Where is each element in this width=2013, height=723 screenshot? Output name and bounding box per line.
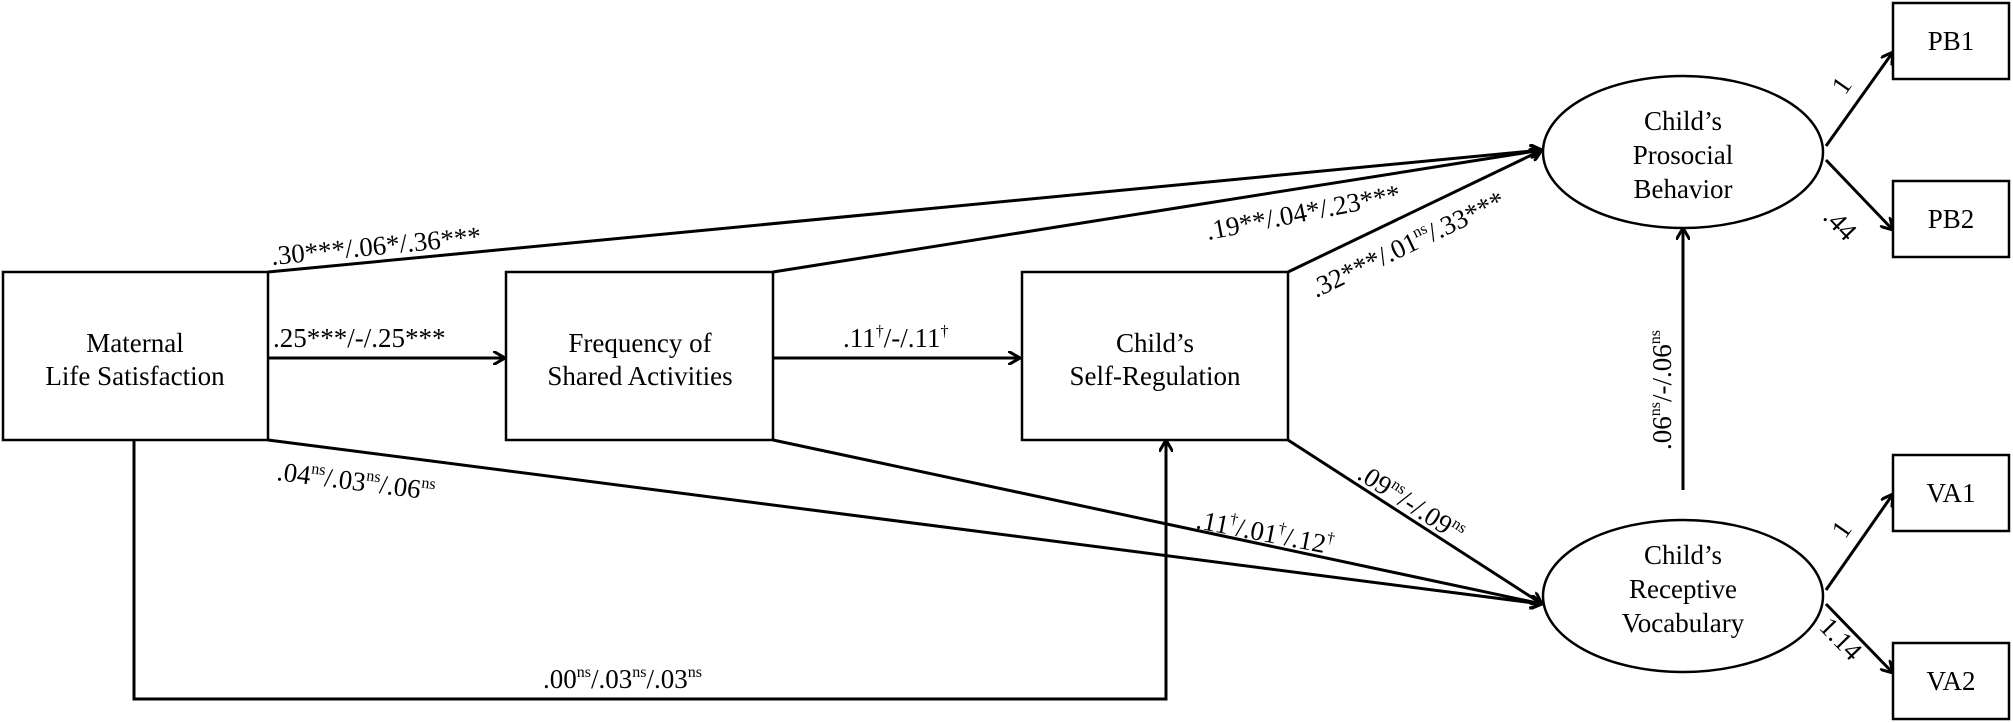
label-mls-to-prosocial: .30***/.06*/.36*** (270, 221, 483, 271)
node-va2-label: VA2 (1926, 666, 1975, 696)
node-csr-line1: Child’s (1116, 328, 1194, 358)
edge-selfreg-to-vocabulary (1287, 438, 1542, 604)
node-crv-line2: Receptive (1629, 574, 1737, 604)
node-child-self-regulation: Child’s Self-Regulation (1020, 270, 1290, 442)
node-pb2-label: PB2 (1928, 204, 1975, 234)
node-cpb-line2: Prosocial (1633, 140, 1734, 170)
label-fsa-to-selfreg: .11†/-/.11† (843, 323, 949, 353)
label-vocabulary-to-va1: 1 (1825, 515, 1857, 543)
node-pb1: PB1 (1891, 1, 2011, 81)
node-child-prosocial-behavior: Child’s Prosocial Behavior (1541, 74, 1825, 230)
node-cpb-line3: Behavior (1634, 174, 1733, 204)
node-cpb-line1: Child’s (1644, 106, 1722, 136)
label-prosocial-to-pb1: 1 (1825, 71, 1857, 99)
label-selfreg-to-vocabulary: .09ns/-/.09ns (1353, 458, 1470, 548)
label-mls-to-selfreg: .00ns/.03ns/.03ns (543, 664, 702, 694)
edge-mls-to-prosocial (267, 150, 1542, 274)
edge-selfreg-to-prosocial (1287, 150, 1542, 274)
edge-mls-to-selfreg (132, 440, 1166, 701)
node-maternal-life-satisfaction: Maternal Life Satisfaction (1, 270, 270, 442)
node-crv-line1: Child’s (1644, 540, 1722, 570)
node-fsa-line2: Shared Activities (547, 361, 732, 391)
node-pb2: PB2 (1891, 179, 2011, 259)
node-csr-line2: Self-Regulation (1070, 361, 1241, 391)
label-vocabulary-to-prosocial: .06ns/-/.06ns (1647, 330, 1677, 450)
label-mls-to-fsa: .25***/-/.25*** (273, 323, 446, 353)
node-va2: VA2 (1891, 641, 2011, 721)
edges (132, 52, 1893, 701)
node-child-receptive-vocabulary: Child’s Receptive Vocabulary (1541, 518, 1825, 674)
label-vocabulary-to-va2: 1.14 (1814, 611, 1869, 666)
edge-vocabulary-to-va1 (1824, 494, 1893, 591)
node-frequency-shared-activities: Frequency of Shared Activities (504, 270, 775, 442)
edge-prosocial-to-pb2 (1824, 158, 1893, 230)
edge-fsa-to-prosocial (772, 150, 1542, 274)
edge-vocabulary-to-va2 (1824, 602, 1893, 673)
edge-prosocial-to-pb1 (1824, 52, 1893, 147)
node-mls-line1: Maternal (86, 328, 183, 358)
node-fsa-line1: Frequency of (568, 328, 711, 358)
node-pb1-label: PB1 (1928, 26, 1975, 56)
node-va1: VA1 (1891, 453, 2011, 533)
node-crv-line3: Vocabulary (1622, 608, 1745, 638)
edge-mls-to-vocabulary (267, 438, 1542, 604)
label-prosocial-to-pb2: .44 (1818, 201, 1863, 246)
edge-fsa-to-vocabulary (772, 438, 1542, 604)
label-fsa-to-vocabulary: .11†/.01†/.12† (1194, 504, 1336, 560)
label-mls-to-vocabulary: .04ns/.03ns/.06ns (275, 456, 437, 506)
node-mls-line2: Life Satisfaction (45, 361, 225, 391)
node-va1-label: VA1 (1926, 478, 1975, 508)
